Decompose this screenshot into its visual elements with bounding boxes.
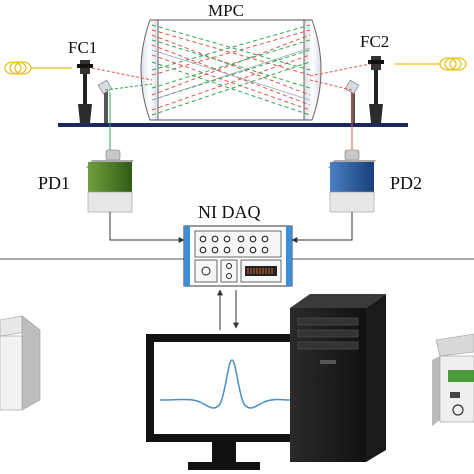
fiber-coupler-icon xyxy=(368,56,384,123)
daq-device-icon xyxy=(183,225,293,287)
instrument-icon xyxy=(432,333,474,426)
fiber-coupler-icon xyxy=(77,60,93,123)
pickup-mirror-left xyxy=(97,79,113,123)
waveform-trace xyxy=(159,359,291,409)
pc-tower-icon xyxy=(290,294,386,462)
pd1-signal-line xyxy=(109,212,185,243)
mpc-label: MPC xyxy=(208,1,244,20)
fiber-coil-icon xyxy=(395,57,467,71)
mpc-left-mirror xyxy=(140,19,159,121)
laser-source-icon xyxy=(0,315,41,411)
fiber-coil-icon xyxy=(4,61,72,75)
pd2-label: PD2 xyxy=(390,173,423,193)
photodetector-icon xyxy=(86,149,134,213)
pd1-label: PD1 xyxy=(38,173,71,193)
pd2-signal-line xyxy=(291,212,353,243)
fc2-label: FC2 xyxy=(360,32,390,51)
mpc-cell xyxy=(140,19,322,121)
daq-label: NI DAQ xyxy=(198,202,261,222)
pickup-mirror-right xyxy=(344,79,360,123)
optical-rail xyxy=(58,123,408,127)
photodetector-icon xyxy=(328,149,376,213)
fc1-label: FC1 xyxy=(68,38,98,57)
mpc-right-mirror xyxy=(303,19,322,121)
mpc-beam-pattern xyxy=(151,24,311,116)
monitor-icon xyxy=(146,334,302,470)
